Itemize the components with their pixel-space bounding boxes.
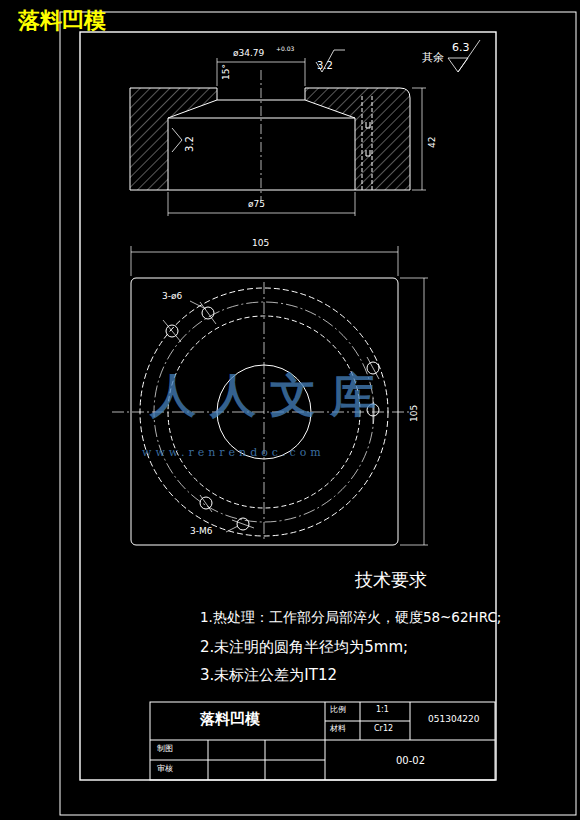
roughness-value: 3.2	[184, 136, 195, 152]
note: 其余	[422, 52, 444, 64]
tolerance: +0.03	[276, 46, 294, 53]
hole-callout: 3-ø6	[162, 292, 182, 302]
sheet-title: 落料凹模	[18, 8, 106, 32]
dimension: 42	[428, 137, 438, 148]
table-cell: 审核	[157, 765, 173, 774]
watermark: www.renrendoc.com	[142, 447, 325, 459]
table-cell: 00-02	[396, 755, 425, 766]
angle: 15°	[222, 64, 232, 80]
dimension: 105	[410, 405, 420, 422]
tech-note: 2.未注明的圆角半径均为5mm;	[200, 639, 408, 656]
roughness-value: 3.2	[317, 60, 333, 71]
table-cell: 材料	[330, 725, 346, 734]
dimension: ø34.79	[233, 49, 264, 59]
table-cell: 比例	[330, 706, 346, 715]
table-cell: 1:1	[376, 706, 389, 715]
tech-note: 3.未标注公差为IT12	[200, 667, 337, 684]
tech-heading: 技术要求	[355, 570, 427, 590]
dimension: ø75	[248, 200, 265, 210]
table-cell: Cr12	[374, 725, 393, 734]
dimension: 105	[252, 239, 269, 249]
roughness-value: 6.3	[452, 42, 470, 54]
title-cell: 落料凹模	[200, 711, 260, 728]
table-cell: 051304220	[428, 715, 480, 725]
tech-note: 1.热处理：工作部分局部淬火，硬度58~62HRC;	[200, 610, 501, 625]
watermark: 人人文库	[150, 370, 390, 421]
hole-callout: 3-M6	[190, 527, 212, 537]
table-cell: 制图	[157, 745, 173, 754]
